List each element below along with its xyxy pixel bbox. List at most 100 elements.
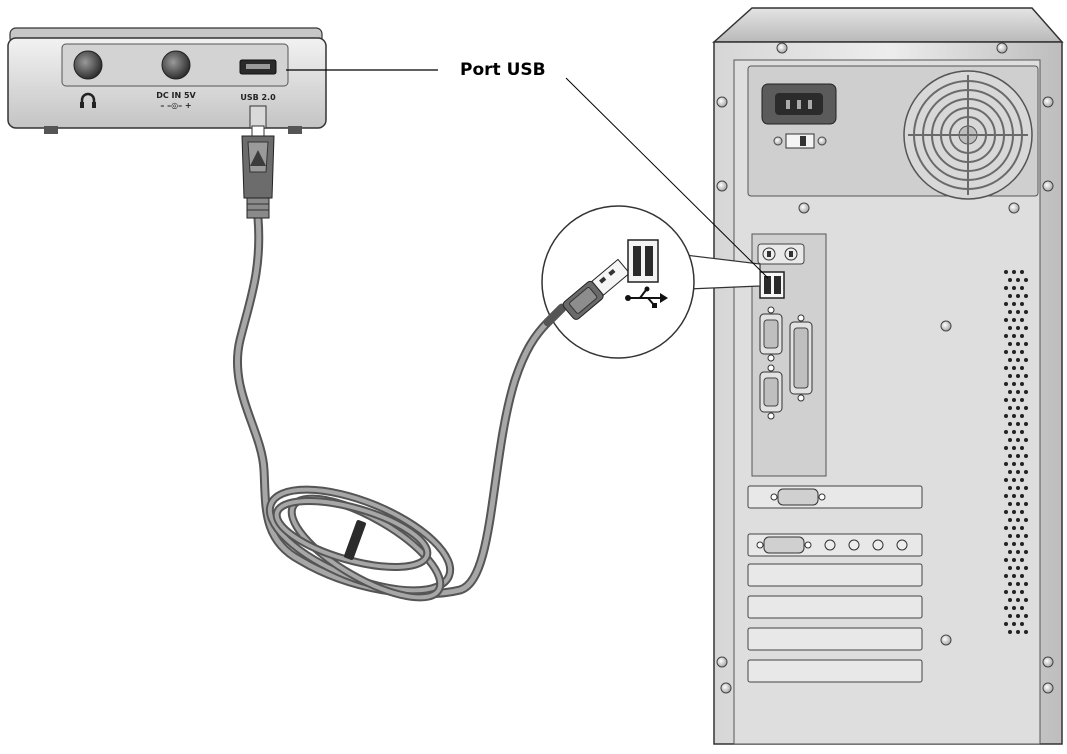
- vent-hole: [1020, 302, 1024, 306]
- vent-hole: [1008, 518, 1012, 522]
- vent-hole: [1008, 454, 1012, 458]
- vent-hole: [1024, 342, 1028, 346]
- vent-hole: [1004, 606, 1008, 610]
- vent-hole: [1016, 358, 1020, 362]
- usb-cable: [232, 213, 553, 602]
- vent-hole: [1016, 374, 1020, 378]
- vent-hole: [1008, 310, 1012, 314]
- vent-hole: [1004, 334, 1008, 338]
- vent-hole: [1020, 414, 1024, 418]
- vent-hole: [1012, 350, 1016, 354]
- vent-hole: [1012, 334, 1016, 338]
- device-usb-port: [239, 59, 277, 75]
- vent-hole: [1024, 534, 1028, 538]
- vent-hole: [1020, 334, 1024, 338]
- vent-hole: [1020, 590, 1024, 594]
- vent-hole: [1020, 510, 1024, 514]
- vent-hole: [1016, 550, 1020, 554]
- vent-hole: [1008, 422, 1012, 426]
- vent-hole: [1008, 326, 1012, 330]
- tower-screws: [716, 42, 1054, 694]
- vent-hole: [1024, 422, 1028, 426]
- vent-hole: [1008, 566, 1012, 570]
- vent-hole: [1016, 486, 1020, 490]
- vent-hole: [1024, 614, 1028, 618]
- vent-hole: [1012, 526, 1016, 530]
- vent-hole: [1016, 278, 1020, 282]
- vent-hole: [1020, 478, 1024, 482]
- cable-coil: [265, 485, 455, 602]
- cable-tie: [344, 520, 366, 560]
- vent-hole: [1020, 366, 1024, 370]
- vent-hole: [1012, 414, 1016, 418]
- vent-hole: [1012, 270, 1016, 274]
- vent-hole: [1008, 342, 1012, 346]
- ps2-ports: [757, 243, 805, 265]
- vent-hole: [1016, 438, 1020, 442]
- vent-hole: [1004, 590, 1008, 594]
- vent-holes: [1004, 270, 1028, 634]
- vent-hole: [1024, 598, 1028, 602]
- tower-top: [712, 7, 1064, 43]
- vent-hole: [1024, 518, 1028, 522]
- vent-hole: [1012, 590, 1016, 594]
- vent-hole: [1012, 382, 1016, 386]
- port-usb-label: Port USB: [460, 60, 546, 80]
- usb-symbol-icon: [625, 286, 668, 308]
- headphone-icon: [80, 92, 96, 108]
- vent-hole: [1024, 326, 1028, 330]
- vent-hole: [1012, 542, 1016, 546]
- vent-hole: [1020, 622, 1024, 626]
- vent-hole: [1008, 470, 1012, 474]
- vent-hole: [1020, 286, 1024, 290]
- vent-hole: [1004, 318, 1008, 322]
- vent-hole: [1024, 502, 1028, 506]
- vent-hole: [1016, 566, 1020, 570]
- vent-hole: [1004, 462, 1008, 466]
- vent-hole: [1008, 550, 1012, 554]
- vent-hole: [1012, 622, 1016, 626]
- vent-hole: [1008, 358, 1012, 362]
- vent-hole: [1016, 294, 1020, 298]
- vent-hole: [1016, 614, 1020, 618]
- io-panel: [751, 233, 827, 477]
- vent-hole: [1012, 494, 1016, 498]
- serial-port-2: [759, 364, 783, 420]
- vent-hole: [1016, 470, 1020, 474]
- serial-port-1: [759, 306, 783, 362]
- vent-hole: [1024, 374, 1028, 378]
- vent-hole: [1020, 494, 1024, 498]
- vent-hole: [1008, 534, 1012, 538]
- vent-hole: [1012, 430, 1016, 434]
- vent-hole: [1008, 582, 1012, 586]
- vent-hole: [1004, 494, 1008, 498]
- vent-hole: [1004, 478, 1008, 482]
- vent-hole: [1008, 294, 1012, 298]
- vent-hole: [1024, 310, 1028, 314]
- vent-hole: [1020, 270, 1024, 274]
- vent-hole: [1012, 302, 1016, 306]
- vent-hole: [1024, 486, 1028, 490]
- vent-hole: [1004, 350, 1008, 354]
- vent-hole: [1004, 542, 1008, 546]
- vent-hole: [1008, 390, 1012, 394]
- vent-hole: [1008, 502, 1012, 506]
- vent-hole: [1020, 318, 1024, 322]
- vent-hole: [1004, 302, 1008, 306]
- vent-hole: [1012, 606, 1016, 610]
- vent-hole: [1008, 438, 1012, 442]
- vent-hole: [1024, 454, 1028, 458]
- vent-hole: [1016, 326, 1020, 330]
- vent-hole: [1008, 630, 1012, 634]
- headphone-jack: [73, 50, 103, 80]
- parallel-port: [789, 314, 813, 402]
- usb-ports-zoomed: [627, 239, 659, 283]
- vent-hole: [1004, 366, 1008, 370]
- external-device: DC IN 5V – –◎– + USB 2.0: [7, 27, 327, 134]
- vent-hole: [1020, 542, 1024, 546]
- vent-hole: [1024, 358, 1028, 362]
- vent-hole: [1024, 550, 1028, 554]
- vent-hole: [1024, 630, 1028, 634]
- vent-hole: [1016, 390, 1020, 394]
